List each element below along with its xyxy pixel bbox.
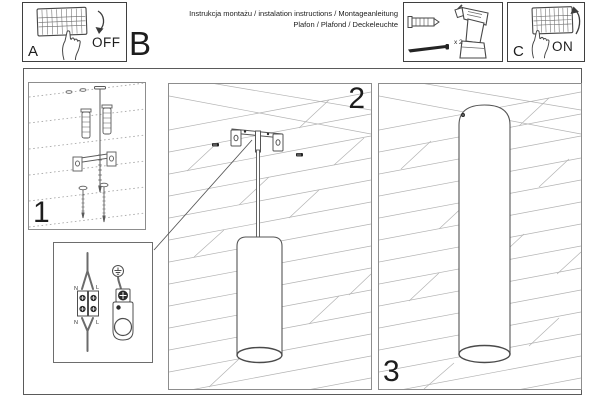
panel-power-off: OFF A	[22, 2, 127, 62]
ground-wire	[117, 276, 122, 290]
lamp-cylinder	[458, 104, 511, 364]
supply-wires	[81, 252, 94, 352]
step-1-illustration	[29, 83, 145, 228]
drill-icon	[454, 4, 489, 59]
panel-b-label: B	[129, 25, 152, 62]
arrow-up-icon	[570, 6, 581, 35]
circuit-breaker-icon	[36, 6, 88, 37]
power-off-label: OFF	[92, 35, 121, 50]
ground-terminal	[115, 288, 131, 303]
title-line-2: Plafon / Plafond / Deckeleuchte	[293, 20, 398, 29]
wiring-detail-inset: N L N L	[53, 242, 153, 363]
terminal-label-n-top: N	[74, 286, 78, 292]
step-3-illustration	[379, 84, 581, 389]
step-2-illustration	[169, 84, 371, 389]
terminal-label-n-bottom: N	[74, 320, 78, 326]
hand-icon	[531, 30, 550, 59]
sheet-title: Instrukcja montażu / instalation instruc…	[189, 8, 398, 30]
ground-symbol-icon	[112, 265, 124, 277]
step-3-panel: 3	[378, 83, 582, 390]
step-2-panel: 2	[168, 83, 372, 390]
cable-clamp	[112, 301, 134, 341]
mounting-screw-icon	[408, 44, 449, 53]
panel-c-label: C	[513, 43, 524, 60]
lamp-cylinder	[236, 236, 283, 364]
side-screw-icon	[461, 113, 465, 117]
mounting-bracket	[72, 151, 117, 172]
power-on-illustration	[531, 6, 581, 59]
tools-illustration	[407, 4, 489, 59]
title-line-1: Instrukcja montażu / instalation instruc…	[189, 9, 398, 18]
screw-icon	[78, 182, 109, 223]
arrow-down-icon	[95, 10, 105, 34]
power-off-illustration	[36, 6, 105, 60]
step-number: 1	[33, 196, 50, 229]
wiring-illustration: N L N L	[74, 252, 134, 352]
wall-plug-icon	[407, 16, 440, 28]
circuit-breaker-icon	[531, 6, 574, 35]
panel-tools: x 2	[403, 2, 503, 62]
lamp-stem	[256, 149, 260, 239]
panel-a-label: A	[28, 43, 39, 60]
step-number: 2	[348, 83, 365, 115]
mounting-bracket	[230, 128, 284, 153]
long-screw-icon	[94, 86, 106, 193]
step-1-panel: 1	[28, 82, 146, 230]
hand-icon	[62, 30, 81, 60]
anchor-quantity-label: x 2	[454, 39, 463, 46]
ceiling-holes	[65, 88, 87, 94]
terminal-block	[77, 290, 99, 317]
step-number: 3	[383, 355, 400, 388]
panel-power-on: ON C	[507, 2, 585, 62]
wall-plug-icon	[80, 104, 113, 139]
terminal-label-l-top: L	[96, 285, 99, 291]
terminal-label-l-bottom: L	[96, 320, 99, 326]
power-on-label: ON	[552, 39, 574, 54]
